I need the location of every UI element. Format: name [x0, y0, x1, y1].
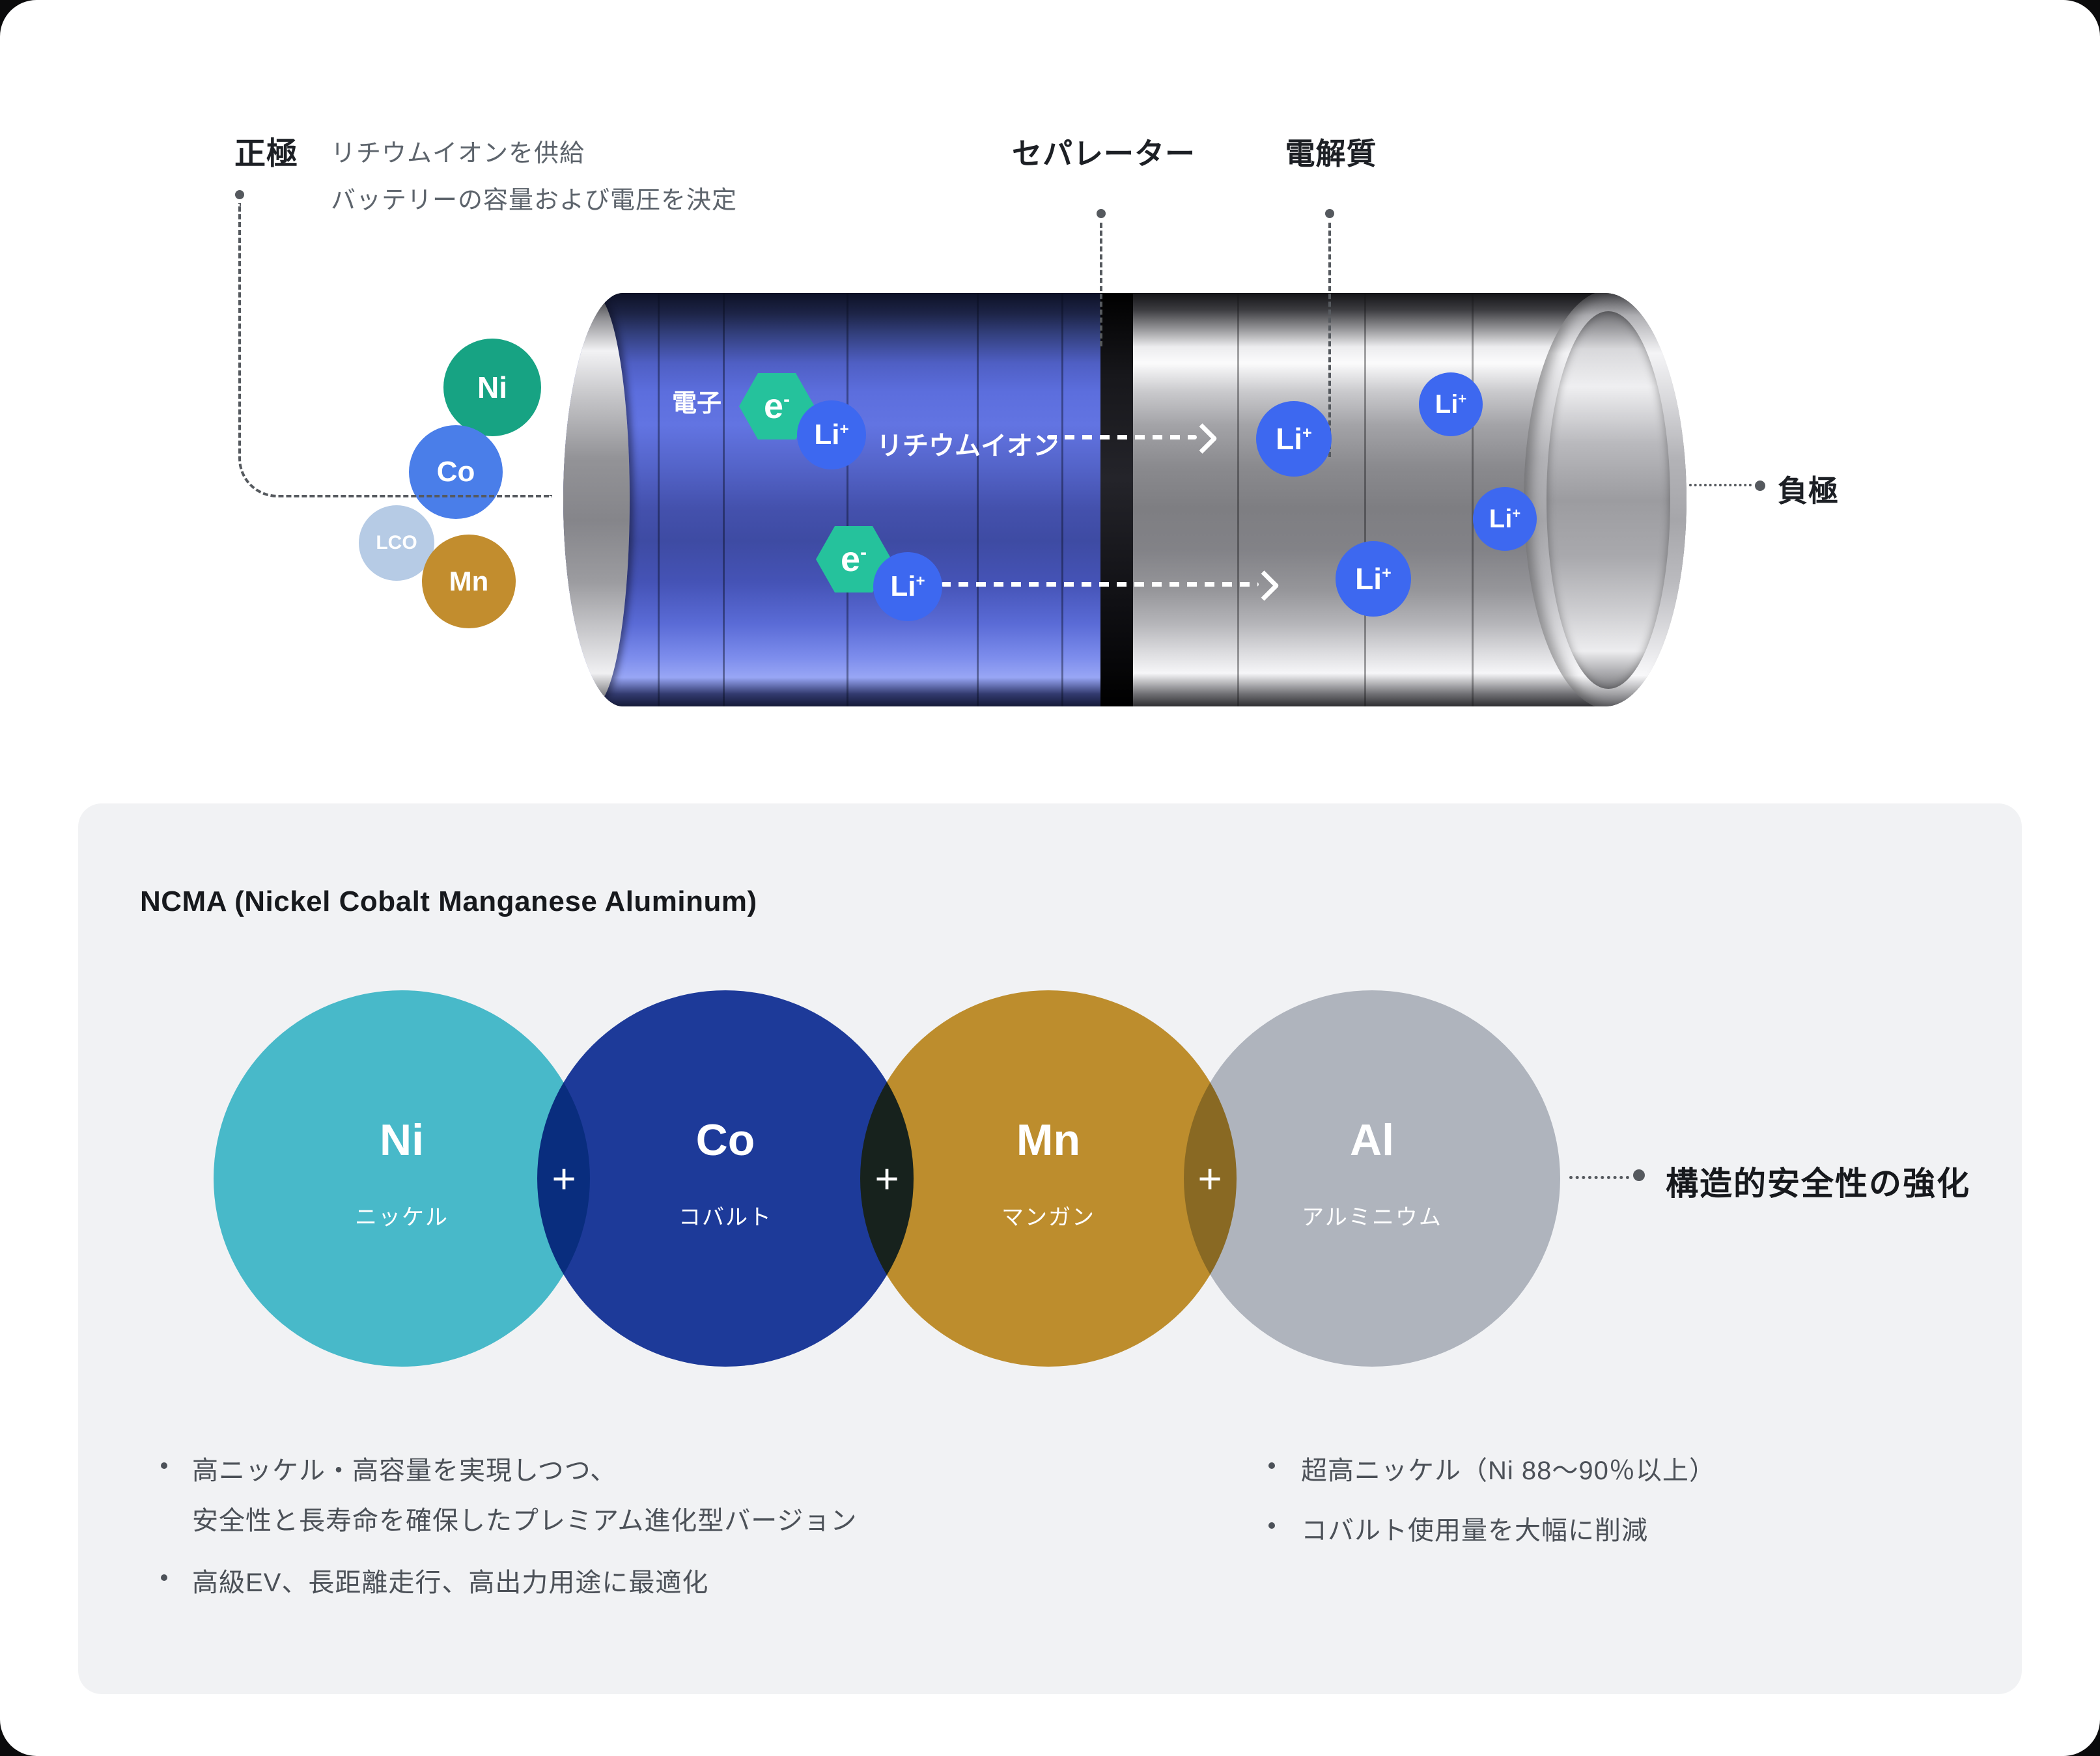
venn-circle-co	[537, 990, 914, 1367]
electron-symbol: e	[764, 387, 784, 426]
bullet-dot	[161, 1462, 167, 1469]
cathode-connector-dot	[235, 190, 244, 199]
venn-label-mn: Mn マンガン	[1001, 1115, 1095, 1231]
venn-name: マンガン	[1001, 1205, 1095, 1230]
callout-connector-line	[1569, 1176, 1629, 1179]
battery-cell-line	[847, 293, 848, 706]
material-lco-label: LCO	[376, 532, 417, 553]
cathode-desc-line1: リチウムイオンを供給	[331, 140, 585, 167]
electron-label: 電子	[672, 390, 722, 417]
electron-charge: -	[860, 541, 867, 563]
venn-symbol: Co	[695, 1115, 755, 1165]
separator-label: セパレーター	[1012, 137, 1196, 171]
battery-cell-line	[1061, 293, 1063, 706]
venn-name: コバルト	[679, 1205, 772, 1230]
material-ni-label: Ni	[477, 370, 507, 404]
ncma-title: NCMA (Nickel Cobalt Manganese Aluminum)	[140, 885, 757, 917]
bullet-dot	[161, 1574, 167, 1581]
venn-circle-al	[1184, 990, 1560, 1367]
separator-connector-line	[1100, 223, 1102, 346]
lithium-ion-icon: Li+	[873, 552, 942, 621]
ion-symbol: Li	[814, 419, 840, 451]
battery-cell-line	[977, 293, 979, 706]
electrolyte-label: 電解質	[1285, 137, 1377, 171]
bullet-text: 高ニッケル・高容量を実現しつつ、	[192, 1456, 617, 1485]
ion-charge: +	[1512, 505, 1521, 522]
battery-cathode-section	[563, 293, 1100, 706]
bullet-text: 安全性と長寿命を確保したプレミアム進化型バージョン	[192, 1507, 858, 1535]
battery-cell-line	[658, 293, 660, 706]
ion-flow-arrow	[941, 570, 1280, 601]
battery-cell-line	[723, 293, 725, 706]
venn-name: ニッケル	[355, 1205, 449, 1230]
venn-label-co: Co コバルト	[679, 1115, 772, 1231]
anode-connector-dot	[1755, 481, 1765, 491]
callout-connector-dot	[1633, 1169, 1645, 1181]
material-co-label: Co	[436, 456, 475, 488]
bullet-dot	[1268, 1462, 1275, 1469]
structural-safety-callout: 構造的安全性の強化	[1666, 1165, 1970, 1202]
material-circle-lco: LCO	[359, 505, 434, 581]
separator-connector-dot	[1097, 209, 1106, 218]
ion-charge: +	[916, 572, 925, 590]
ion-charge: +	[1382, 563, 1392, 582]
ion-charge: +	[1302, 423, 1312, 442]
plus-sign: +	[875, 1155, 899, 1202]
anode-label: 負極	[1778, 474, 1839, 508]
venn-symbol: Ni	[380, 1115, 424, 1165]
ion-symbol: Li	[1276, 422, 1303, 456]
lithium-ion-label: リチウムイオン	[876, 432, 1059, 460]
venn-symbol: Al	[1349, 1115, 1394, 1165]
material-circle-mn: Mn	[422, 535, 516, 628]
cathode-connector-line	[238, 203, 552, 497]
electrolyte-connector-dot	[1325, 209, 1334, 218]
battery-left-cap	[563, 293, 630, 706]
venn-label-ni: Ni ニッケル	[355, 1115, 449, 1231]
battery-separator-band	[1100, 293, 1133, 706]
lithium-ion-icon: Li+	[1336, 541, 1411, 617]
material-circle-ni: Ni	[443, 339, 541, 436]
lithium-ion-icon: Li+	[797, 400, 866, 469]
ion-symbol: Li	[1489, 504, 1513, 533]
plus-sign: +	[1197, 1155, 1222, 1202]
battery-right-cap-inner	[1547, 311, 1670, 689]
bullet-text: 超高ニッケル（Ni 88〜90％以上）	[1301, 1456, 1716, 1485]
bullet-text: コバルト使用量を大幅に削減	[1301, 1516, 1648, 1545]
ion-symbol: Li	[1435, 389, 1459, 419]
venn-symbol: Mn	[1016, 1115, 1081, 1165]
ion-symbol: Li	[1355, 562, 1382, 596]
ion-flow-arrow	[1047, 423, 1218, 454]
lithium-ion-icon: Li+	[1256, 401, 1332, 477]
venn-circle-ni	[214, 990, 590, 1367]
venn-name: アルミニウム	[1302, 1205, 1442, 1230]
lithium-ion-icon: Li+	[1419, 372, 1483, 436]
ion-symbol: Li	[890, 570, 916, 602]
battery-cell-line	[1364, 293, 1366, 706]
electrolyte-connector-line	[1328, 223, 1331, 457]
lithium-ion-icon: Li+	[1473, 487, 1537, 551]
venn-label-al: Al アルミニウム	[1302, 1115, 1442, 1231]
cathode-label: 正極	[234, 137, 299, 171]
anode-connector-line	[1689, 484, 1752, 486]
battery-cell-line	[1237, 293, 1239, 706]
bullet-dot	[1268, 1522, 1275, 1529]
ion-charge: +	[1458, 391, 1467, 408]
material-circle-co: Co	[409, 425, 503, 519]
electron-charge: -	[783, 388, 790, 410]
ion-charge: +	[839, 420, 849, 438]
battery-cell-line	[1472, 293, 1474, 706]
electron-symbol: e	[841, 540, 861, 579]
plus-sign: +	[552, 1155, 576, 1202]
venn-circle-mn	[860, 990, 1237, 1367]
material-mn-label: Mn	[449, 566, 489, 596]
bullet-text: 高級EV、長距離走行、高出力用途に最適化	[192, 1568, 709, 1597]
